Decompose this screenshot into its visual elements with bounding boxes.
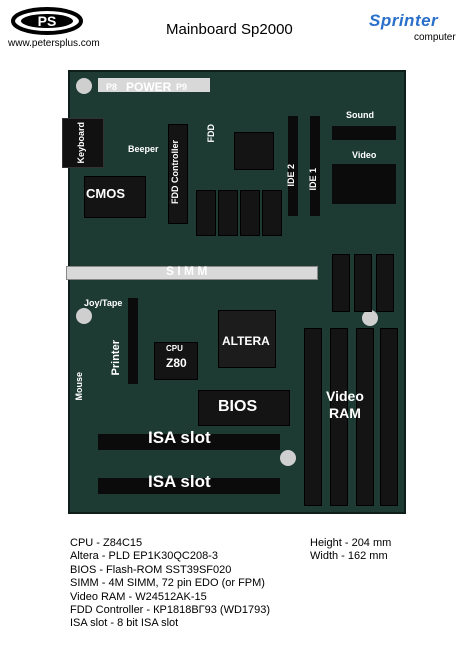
- logo-text: PS: [38, 13, 57, 29]
- label-altera: ALTERA: [222, 334, 270, 348]
- spec-line: Altera - PLD EP1K30QC208-3: [70, 550, 218, 563]
- video-connector: [332, 164, 396, 204]
- mounting-hole: [76, 308, 92, 324]
- dimension-height: Height - 204 mm: [310, 537, 392, 549]
- cmos-chip: [84, 176, 146, 218]
- label-fdd-controller: FDD Controller: [170, 140, 180, 204]
- chip: [196, 190, 216, 236]
- label-video: Video: [352, 150, 377, 160]
- dimension-width: Width - 162 mm: [310, 550, 388, 563]
- label-printer: Printer: [110, 340, 122, 376]
- spec-line: Video RAM - W24512AK-15: [70, 590, 207, 603]
- bios-chip: [198, 390, 290, 426]
- label-bios: BIOS: [218, 398, 258, 415]
- fdd-controller-chip: [168, 124, 188, 224]
- label-simm: S I M M: [166, 264, 208, 278]
- dimensions-list: Height - 204 mm Width - 162 mm: [310, 537, 391, 564]
- spec-line: BIOS - Flash-ROM SST39SF020: [70, 563, 232, 576]
- isa-slot: [98, 478, 280, 494]
- video-ram-chip: [304, 328, 322, 506]
- isa-slot: [98, 434, 280, 450]
- ide1-connector: [310, 116, 320, 216]
- sprinter-logo: Sprinter: [369, 11, 439, 30]
- mainboard-photo: P8 POWER P9 Keyboard Beeper CMOS FDD Con…: [62, 70, 406, 514]
- chip: [354, 254, 372, 312]
- label-z80: Z80: [166, 356, 187, 370]
- power-connector: [98, 78, 210, 92]
- label-p9: P9: [176, 82, 188, 92]
- sprinter-subtitle: computer: [414, 32, 456, 43]
- label-sound: Sound: [346, 110, 374, 120]
- label-beeper: Beeper: [128, 144, 159, 154]
- video-ram-chip: [380, 328, 398, 506]
- label-mouse: Mouse: [74, 372, 84, 401]
- ide2-connector: [288, 116, 298, 216]
- spec-line: ISA slot - 8 bit ISA slot: [70, 617, 179, 630]
- chip: [234, 132, 274, 170]
- page-title: Mainboard Sp2000: [166, 21, 293, 38]
- label-cmos: CMOS: [86, 186, 125, 201]
- video-ram-chip: [330, 328, 348, 506]
- mounting-hole: [76, 78, 92, 94]
- site-url[interactable]: www.petersplus.com: [8, 38, 100, 49]
- label-cpu: CPU: [166, 344, 183, 353]
- petersplus-logo: PS: [10, 6, 84, 36]
- cpu-chip: [154, 342, 198, 380]
- label-video-ram: Video RAM: [326, 388, 364, 421]
- label-p8: P8: [106, 82, 118, 92]
- mounting-hole: [280, 450, 296, 466]
- label-isa-slot-2: ISA slot: [148, 472, 211, 491]
- label-joy-tape: Joy/Tape: [84, 298, 123, 308]
- chip: [218, 190, 238, 236]
- chip: [262, 190, 282, 236]
- video-ram-chip: [356, 328, 374, 506]
- label-fdd: FDD: [206, 124, 216, 143]
- spec-line: SIMM - 4M SIMM, 72 pin EDO (or FPM): [70, 577, 265, 590]
- spec-line: FDD Controller - КР1818ВГ93 (WD1793): [70, 604, 271, 617]
- spec-line: CPU - Z84C15: [70, 537, 143, 549]
- label-power: POWER: [126, 80, 172, 94]
- sound-connector: [332, 126, 396, 140]
- chip: [376, 254, 394, 312]
- label-ide2: IDE 2: [286, 164, 296, 187]
- label-ide1: IDE 1: [308, 168, 318, 191]
- chip: [332, 254, 350, 312]
- printer-connector: [128, 298, 138, 384]
- keyboard-connector: [62, 118, 104, 168]
- mounting-hole: [362, 310, 378, 326]
- chip: [240, 190, 260, 236]
- label-keyboard: Keyboard: [76, 122, 86, 164]
- simm-slot: [66, 266, 318, 280]
- label-isa-slot-1: ISA slot: [148, 428, 211, 447]
- spec-list: CPU - Z84C15 Altera - PLD EP1K30QC208-3 …: [70, 537, 270, 631]
- altera-chip: [218, 310, 276, 368]
